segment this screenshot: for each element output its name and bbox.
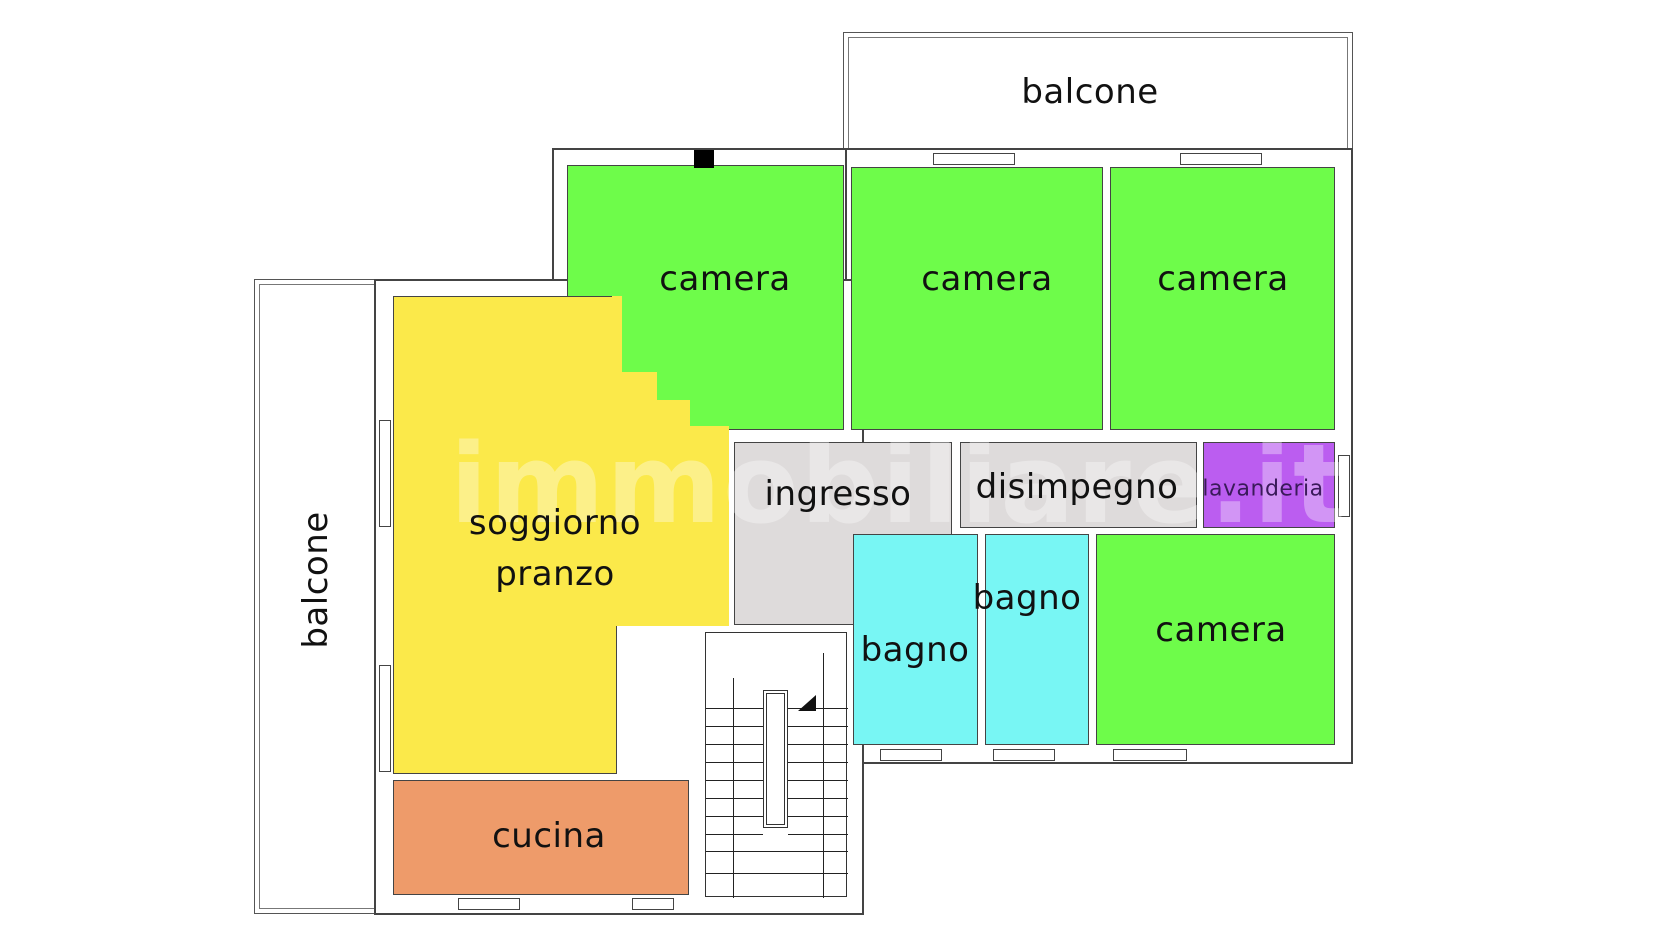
room-camera-2	[851, 167, 1103, 430]
label-lavanderia: lavanderia	[1202, 476, 1324, 502]
label-balcone-left: balcone	[296, 511, 336, 649]
stairwell	[705, 632, 848, 898]
label-bagno-2: bagno	[972, 578, 1082, 618]
window	[458, 898, 520, 910]
structural-pillar	[694, 150, 714, 168]
stair-direction-arrow-icon	[798, 695, 816, 711]
room-disimpegno	[960, 442, 1197, 528]
label-disimpegno: disimpegno	[975, 467, 1179, 507]
window	[880, 749, 942, 761]
room-bagno-2	[985, 534, 1089, 745]
label-pranzo: pranzo	[495, 554, 615, 594]
window	[993, 749, 1055, 761]
label-ingresso: ingresso	[764, 474, 912, 514]
window	[933, 153, 1015, 165]
room-lavanderia	[1203, 442, 1335, 528]
label-camera-1: camera	[659, 259, 791, 299]
room-soggiorno-pranzo	[393, 296, 617, 774]
balcone-top	[843, 32, 1353, 150]
room-soggiorno-step-1	[612, 296, 622, 372]
label-camera-3: camera	[1157, 259, 1289, 299]
window	[379, 420, 391, 527]
window	[1113, 749, 1187, 761]
label-cucina: cucina	[492, 816, 606, 856]
window	[632, 898, 674, 910]
room-camera-3	[1110, 167, 1335, 430]
window	[1338, 455, 1350, 517]
balcone-left	[254, 279, 376, 914]
label-camera-2: camera	[921, 259, 1053, 299]
room-bagno-1	[853, 534, 978, 745]
room-camera-4	[1096, 534, 1335, 745]
label-balcone-top: balcone	[1021, 72, 1159, 112]
label-camera-4: camera	[1155, 610, 1287, 650]
label-bagno-1: bagno	[860, 630, 970, 670]
room-soggiorno-step-2	[612, 372, 657, 402]
window	[1180, 153, 1262, 165]
label-soggiorno: soggiorno	[468, 503, 642, 543]
room-soggiorno-step-3	[612, 400, 690, 428]
room-cucina	[393, 780, 689, 895]
window	[379, 665, 391, 772]
room-soggiorno-step-4	[612, 426, 729, 626]
